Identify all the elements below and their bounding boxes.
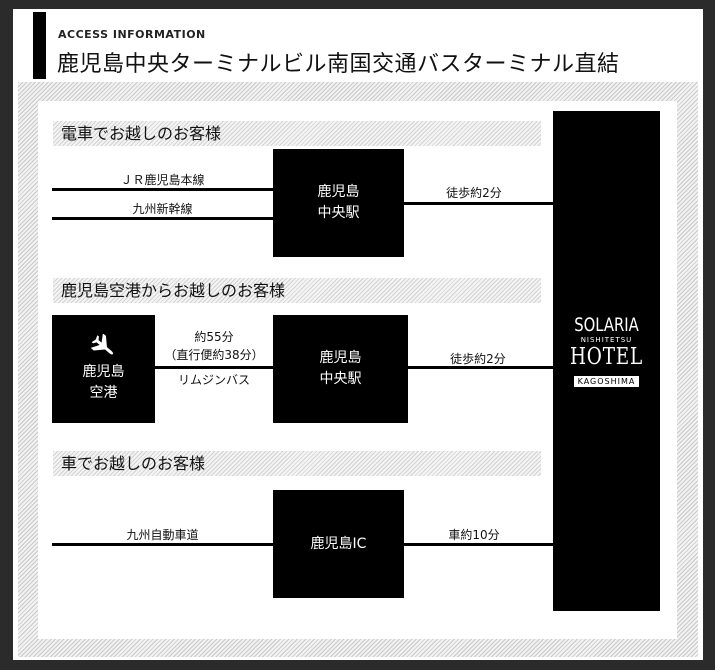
station-name-line1: 鹿児島 [317,184,360,200]
bus-time-label: 約55分 [194,330,234,344]
section-airport-title: 鹿児島空港からお越しのお客様 [53,278,541,303]
section-car-title: 車でお越しのお客様 [53,451,541,476]
interchange-name: 鹿児島IC [310,535,367,552]
walk-label-train: 徒歩約2分 [446,186,502,200]
airplane-icon [90,333,117,362]
logo-type: HOTEL [569,344,644,370]
access-panel: ACCESS INFORMATION 鹿児島中央ターミナルビル南国交通バスターミ… [13,9,703,660]
logo-city: KAGOSHIMA [573,376,640,387]
airport-name-line2: 空港 [89,385,118,401]
eyebrow: ACCESS INFORMATION [58,28,206,41]
logo-brand: SOLARIA [574,314,639,336]
station-name-line2: 中央駅 [317,205,360,221]
drive-label: 車約10分 [448,528,500,542]
walk-label-airport: 徒歩約2分 [450,352,506,366]
station-name-line2: 中央駅 [319,371,362,387]
hotel-block: SOLARIA NISHITETSU HOTEL KAGOSHIMA [553,111,660,611]
interchange-box: 鹿児島IC [273,490,404,598]
expressway-line [52,543,273,546]
walk-line-airport [408,366,553,369]
expressway-label: 九州自動車道 [126,528,199,542]
airport-box: 鹿児島 空港 [52,315,155,423]
route-line-shinkansen [52,217,273,220]
station-box-airport: 鹿児島 中央駅 [273,315,408,423]
map-frame: 電車でお越しのお客様 ＪＲ鹿児島本線 九州新幹線 鹿児島 中央駅 徒歩約2分 鹿… [18,82,698,657]
drive-line [404,543,553,546]
logo-sub: NISHITETSU [580,336,633,344]
airport-name-line1: 鹿児島 [82,364,125,380]
route-label-shinkansen: 九州新幹線 [132,202,193,216]
route-diagram: 電車でお越しのお客様 ＪＲ鹿児島本線 九州新幹線 鹿児島 中央駅 徒歩約2分 鹿… [38,101,677,639]
route-line-jr [52,188,273,191]
station-name-line1: 鹿児島 [319,350,362,366]
section-train-title: 電車でお越しのお客様 [53,121,541,146]
bus-name-label: リムジンバス [177,373,250,387]
hotel-logo: SOLARIA NISHITETSU HOTEL KAGOSHIMA [553,315,660,388]
accent-bar [33,12,46,79]
page-title: 鹿児島中央ターミナルビル南国交通バスターミナル直結 [57,52,620,77]
bus-line [155,366,273,369]
walk-line-train [404,202,553,205]
station-box-train: 鹿児島 中央駅 [273,149,404,257]
bus-express-label: （直行便約38分） [164,348,264,362]
route-label-jr: ＪＲ鹿児島本線 [120,173,205,187]
